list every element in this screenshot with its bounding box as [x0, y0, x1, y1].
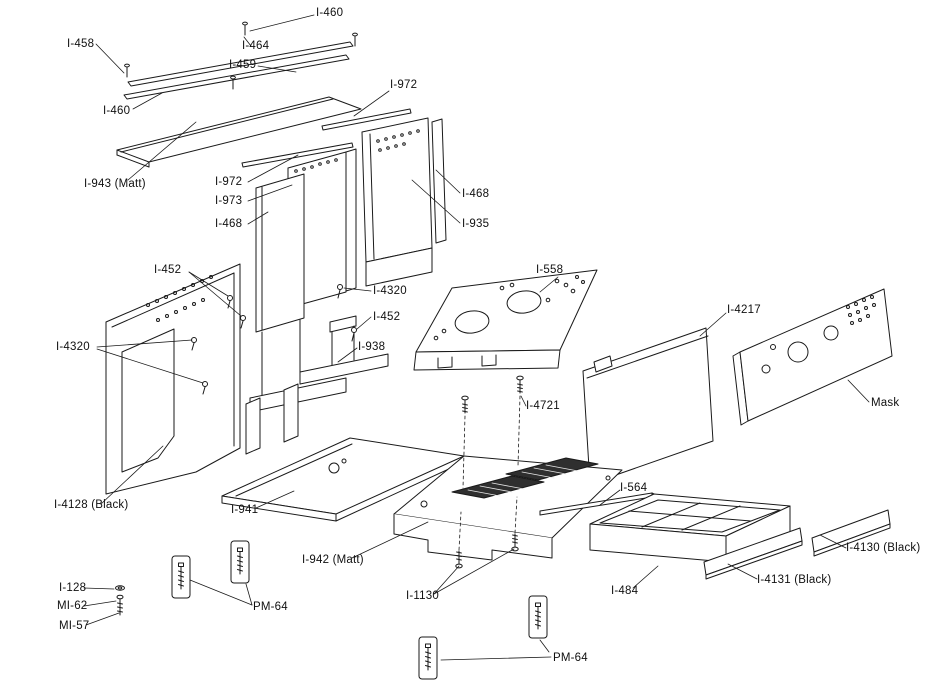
part-label-i460-left: I-460 [103, 105, 131, 117]
part-label-i4217: I-4217 [727, 304, 761, 316]
part-label-i564: I-564 [620, 482, 648, 494]
part-label-i4130: I-4130 (Black) [846, 542, 921, 554]
part-bracket-938 [299, 315, 389, 385]
part-label-i938: I-938 [358, 341, 386, 353]
part-label-i128: I-128 [59, 582, 87, 594]
part-strip-4131 [703, 527, 803, 580]
part-label-i459: I-459 [229, 59, 257, 71]
part-label-i4320-center: I-4320 [373, 285, 407, 297]
part-label-pm64-bottom: PM-64 [553, 652, 588, 664]
part-label-i973: I-973 [215, 195, 243, 207]
part-label-i468-left: I-468 [215, 218, 243, 230]
part-label-i464: I-464 [242, 40, 270, 52]
part-base-942 [393, 455, 623, 561]
part-strip-4130 [811, 509, 891, 557]
part-label-i452-top: I-452 [154, 264, 182, 276]
part-label-i943: I-943 (Matt) [84, 178, 146, 190]
leader-lines [83, 14, 870, 661]
part-label-i458: I-458 [67, 38, 95, 50]
hardware-bottom-left [115, 585, 125, 616]
part-center-panels [249, 148, 357, 413]
part-label-i972-mid: I-972 [215, 176, 243, 188]
part-top-panel-943 [116, 96, 362, 168]
part-right-panels [361, 117, 447, 287]
part-label-i468-right: I-468 [462, 188, 490, 200]
part-label-i4320-left: I-4320 [56, 341, 90, 353]
part-label-i4128: I-4128 (Black) [54, 499, 129, 511]
part-left-side-panel [105, 263, 299, 495]
part-label-mask: Mask [871, 397, 900, 409]
part-label-i972-top: I-972 [390, 79, 418, 91]
part-label-i484: I-484 [611, 585, 639, 597]
part-label-i452-low: I-452 [373, 311, 401, 323]
hardware-screws-small [337, 284, 357, 342]
part-label-i4721: I-4721 [526, 400, 560, 412]
part-label-mi57: MI-57 [59, 620, 90, 632]
part-label-i558: I-558 [536, 264, 564, 276]
part-label-i941: I-941 [231, 504, 259, 516]
part-label-i935: I-935 [462, 218, 490, 230]
part-tray-484 [589, 493, 791, 563]
part-mask-panel [732, 288, 893, 426]
part-label-i4131: I-4131 (Black) [757, 574, 832, 586]
part-label-pm64-mid: PM-64 [253, 601, 288, 613]
part-label-i1130: I-1130 [406, 590, 439, 602]
part-label-i460-top: I-460 [316, 7, 344, 19]
part-label-mi62: MI-62 [57, 600, 88, 612]
part-label-i942: I-942 (Matt) [302, 554, 364, 566]
hardware-screws-vertical [455, 375, 524, 569]
part-top-plate-558 [413, 269, 598, 371]
part-panel-4217 [582, 327, 714, 485]
